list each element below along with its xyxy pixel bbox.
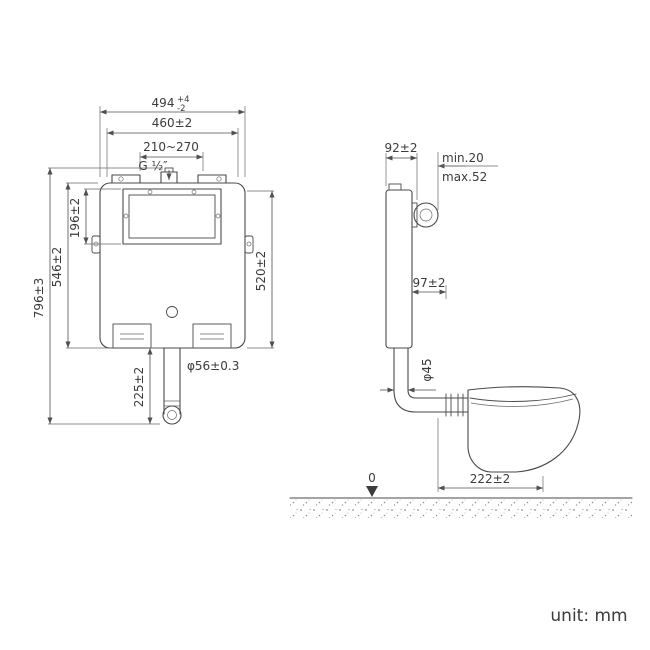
dim-inlet-range: 210~270 [143,140,199,154]
tank-profile [385,189,413,349]
toilet-bowl [467,386,581,473]
top-right-tab [197,174,227,184]
access-panel-inner [128,194,216,239]
flush-pipe-nut [162,405,182,425]
side-view-dimensions: 92±2 min.20 max.52 97±2 φ45 0 222±2 [366,141,544,497]
tank-body [99,182,246,349]
flush-plate [411,202,418,228]
dim-overall-width: 494 [152,96,175,110]
tank-top-stub [388,183,402,191]
top-right-tab-hole [216,176,222,182]
dim-inlet-thread: G ½″ [138,159,168,173]
panel-screw-left [123,213,129,219]
bowl-body-line [470,398,574,407]
flush-button-inner [419,208,433,222]
flush-pipe-front [162,347,182,425]
dim-overall-width-upper-tol: +4 [177,95,190,105]
left-foot-slots [120,333,144,340]
flush-button [413,202,439,228]
floor-level-label: 0 [368,471,376,485]
outlet-boss [166,306,178,318]
side-view: 92±2 min.20 max.52 97±2 φ45 0 222±2 [366,141,581,497]
cistern-tank-profile [385,183,439,349]
flush-pipe-walls [163,347,181,415]
bowl-outline [467,386,581,473]
outlet-elbow-inner [407,389,469,399]
ground [289,497,633,518]
ext-546 [66,182,111,349]
floor-datum-triangle [366,486,378,497]
top-left-tab-hole [118,176,124,182]
ext-196 [84,188,121,245]
ext-460 [106,128,239,177]
left-foot [112,323,152,349]
dim-front-offset: 97±2 [413,276,446,290]
right-mount-bracket [244,235,254,254]
right-foot-slots [200,333,224,340]
outlet-pipe-vertical [393,347,409,391]
dim-outlet-pipe-diameter: φ45 [420,358,434,381]
pipe-coupling-rings [445,393,464,417]
right-foot [192,323,232,349]
dim-pipe-length: 225±2 [132,367,146,408]
outlet-elbow-outer [393,389,469,413]
flush-pipe-coupler [164,400,180,407]
outlet-pipe-side [393,347,469,417]
ext-796 [48,167,163,425]
dim-outlet-distance: 222±2 [470,472,511,486]
ext-494 [99,106,246,177]
access-panel-outer [122,188,222,245]
unit-label: unit: mm [550,606,627,626]
dim-flush-pipe-diameter: φ56±0.3 [187,359,239,373]
ground-hatch [290,498,632,518]
ext-222 [437,418,544,492]
dim-overall-width-lower-tol: -2 [177,104,185,114]
left-mount-bracket [91,235,101,254]
panel-screw-top-right [191,189,197,195]
dim-body-width: 460±2 [152,116,193,130]
panel-screw-top-left [147,189,153,195]
panel-screw-right [215,213,221,219]
cistern-tank-outline [91,167,254,349]
right-bracket-hole [246,241,252,247]
dim-plate-min-depth: min.20 [442,151,484,165]
front-view: 494 +4 -2 460±2 210~270 G ½″ 196±2 546±2 [32,95,275,425]
dim-right-height: 520±2 [254,251,268,292]
dim-plate-max-depth: max.52 [442,170,487,184]
bowl-rim-line [469,393,577,402]
dim-overall-height: 796±3 [32,278,46,319]
dim-tank-depth: 92±2 [385,141,418,155]
dim-tank-height: 546±2 [50,247,64,288]
access-panel [122,188,222,245]
dim-panel-height: 196±2 [68,198,82,239]
flush-pipe-bore [167,410,177,420]
front-view-dimensions: 494 +4 -2 460±2 210~270 G ½″ 196±2 546±2 [32,95,275,425]
top-left-tab [111,174,141,184]
